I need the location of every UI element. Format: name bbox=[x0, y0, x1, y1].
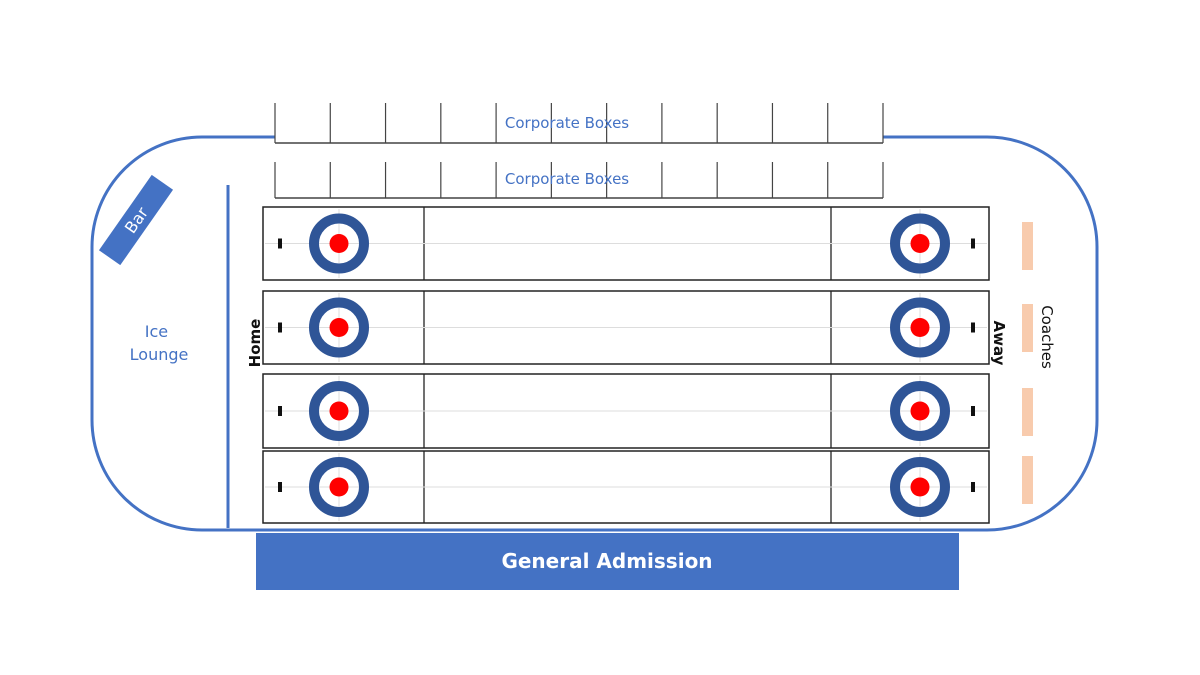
coach-pad bbox=[1022, 456, 1033, 504]
hack-icon bbox=[971, 406, 975, 416]
coach-pad bbox=[1022, 222, 1033, 270]
coach-pad bbox=[1022, 304, 1033, 352]
house-ring bbox=[309, 297, 369, 358]
house-button bbox=[329, 401, 349, 421]
hack-icon bbox=[971, 238, 975, 249]
general-admission-label: General Admission bbox=[501, 549, 712, 573]
coach-pads bbox=[1022, 222, 1033, 504]
ice-lounge-label: Ice Lounge bbox=[130, 322, 189, 364]
house-button bbox=[329, 234, 349, 253]
house-button bbox=[329, 477, 349, 497]
curling-sheet bbox=[262, 373, 990, 449]
house-button bbox=[910, 477, 930, 497]
house-ring bbox=[309, 457, 369, 517]
hack-icon bbox=[971, 482, 975, 492]
house-ring bbox=[309, 381, 369, 441]
hack-icon bbox=[278, 322, 282, 333]
hack-icon bbox=[971, 322, 975, 333]
curling-sheet bbox=[262, 450, 990, 524]
curling-sheet bbox=[262, 290, 990, 365]
home-label: Home bbox=[246, 319, 264, 368]
curling-sheets bbox=[262, 206, 990, 524]
corporate-boxes-label-bottom: Corporate Boxes bbox=[505, 170, 629, 188]
house-button bbox=[329, 318, 349, 337]
hack-icon bbox=[278, 238, 282, 249]
house-button bbox=[910, 318, 930, 337]
house-ring bbox=[890, 381, 950, 441]
general-admission-area bbox=[256, 533, 959, 590]
arena-outline bbox=[90, 135, 1099, 532]
hack-icon bbox=[278, 406, 282, 416]
coach-pad bbox=[1022, 388, 1033, 436]
house-button bbox=[910, 401, 930, 421]
hack-icon bbox=[278, 482, 282, 492]
corporate-boxes-label-top: Corporate Boxes bbox=[505, 114, 629, 132]
corporate-boxes-row-bottom bbox=[274, 162, 884, 199]
house-button bbox=[910, 234, 930, 253]
away-label: Away bbox=[990, 321, 1008, 366]
curling-sheet bbox=[262, 206, 990, 281]
coaches-label: Coaches bbox=[1038, 305, 1056, 369]
bar-area: Bar bbox=[98, 174, 174, 266]
house-ring bbox=[890, 457, 950, 517]
house-ring bbox=[890, 297, 950, 358]
corporate-boxes-row-top bbox=[274, 103, 884, 144]
house-ring bbox=[309, 213, 369, 274]
house-ring bbox=[890, 213, 950, 274]
